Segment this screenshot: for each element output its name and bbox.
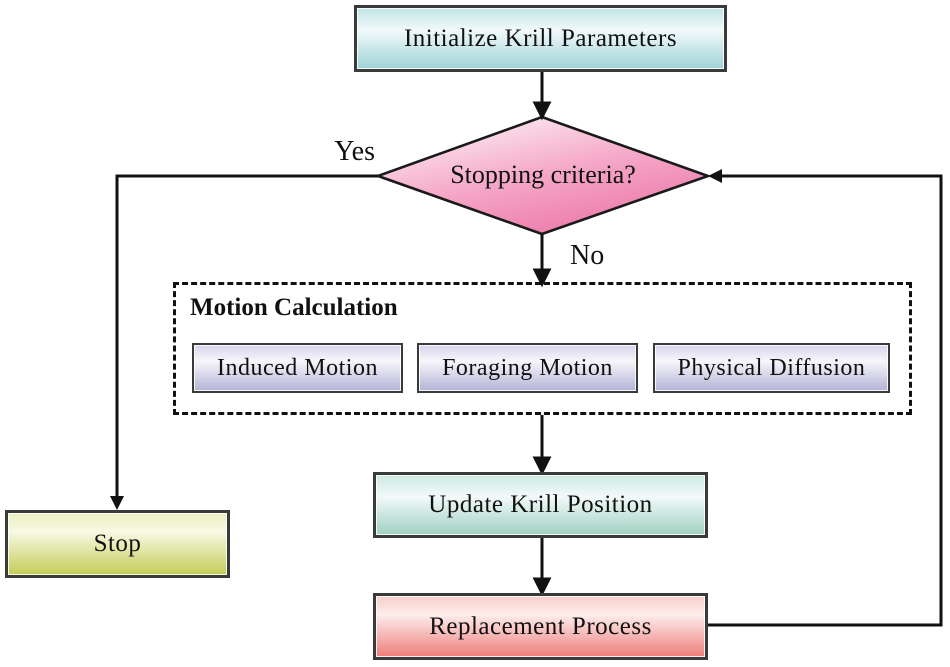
node-foraging-motion: Foraging Motion [417, 343, 638, 393]
node-induced-motion: Induced Motion [192, 343, 403, 393]
node-initialize-krill-parameters: Initialize Krill Parameters [354, 5, 727, 72]
group-motion-calculation [173, 282, 912, 415]
physical-diffusion-label: Physical Diffusion [677, 354, 866, 381]
arrow-decision-to-motion [532, 234, 552, 288]
arrow-yes-to-stop [110, 174, 378, 510]
motion-calculation-title: Motion Calculation [190, 294, 398, 321]
node-physical-diffusion: Physical Diffusion [653, 343, 890, 393]
stop-label: Stop [93, 530, 142, 557]
arrow-feedback-to-decision [708, 169, 943, 627]
branch-label-yes: Yes [334, 136, 375, 167]
branch-label-no: No [570, 240, 605, 271]
foraging-motion-label: Foraging Motion [442, 354, 613, 381]
replacement-process-label: Replacement Process [429, 612, 652, 640]
node-update-krill-position: Update Krill Position [373, 472, 708, 538]
arrow-motion-to-update [532, 415, 552, 476]
arrow-update-to-replacement [532, 538, 552, 597]
update-krill-position-label: Update Krill Position [428, 491, 653, 518]
node-stop: Stop [5, 510, 230, 578]
node-replacement-process: Replacement Process [373, 593, 708, 660]
induced-motion-label: Induced Motion [217, 354, 378, 381]
arrow-init-to-decision [532, 72, 552, 121]
node-initialize-label: Initialize Krill Parameters [403, 24, 678, 52]
node-stopping-criteria-label: Stopping criteria? [450, 160, 636, 189]
